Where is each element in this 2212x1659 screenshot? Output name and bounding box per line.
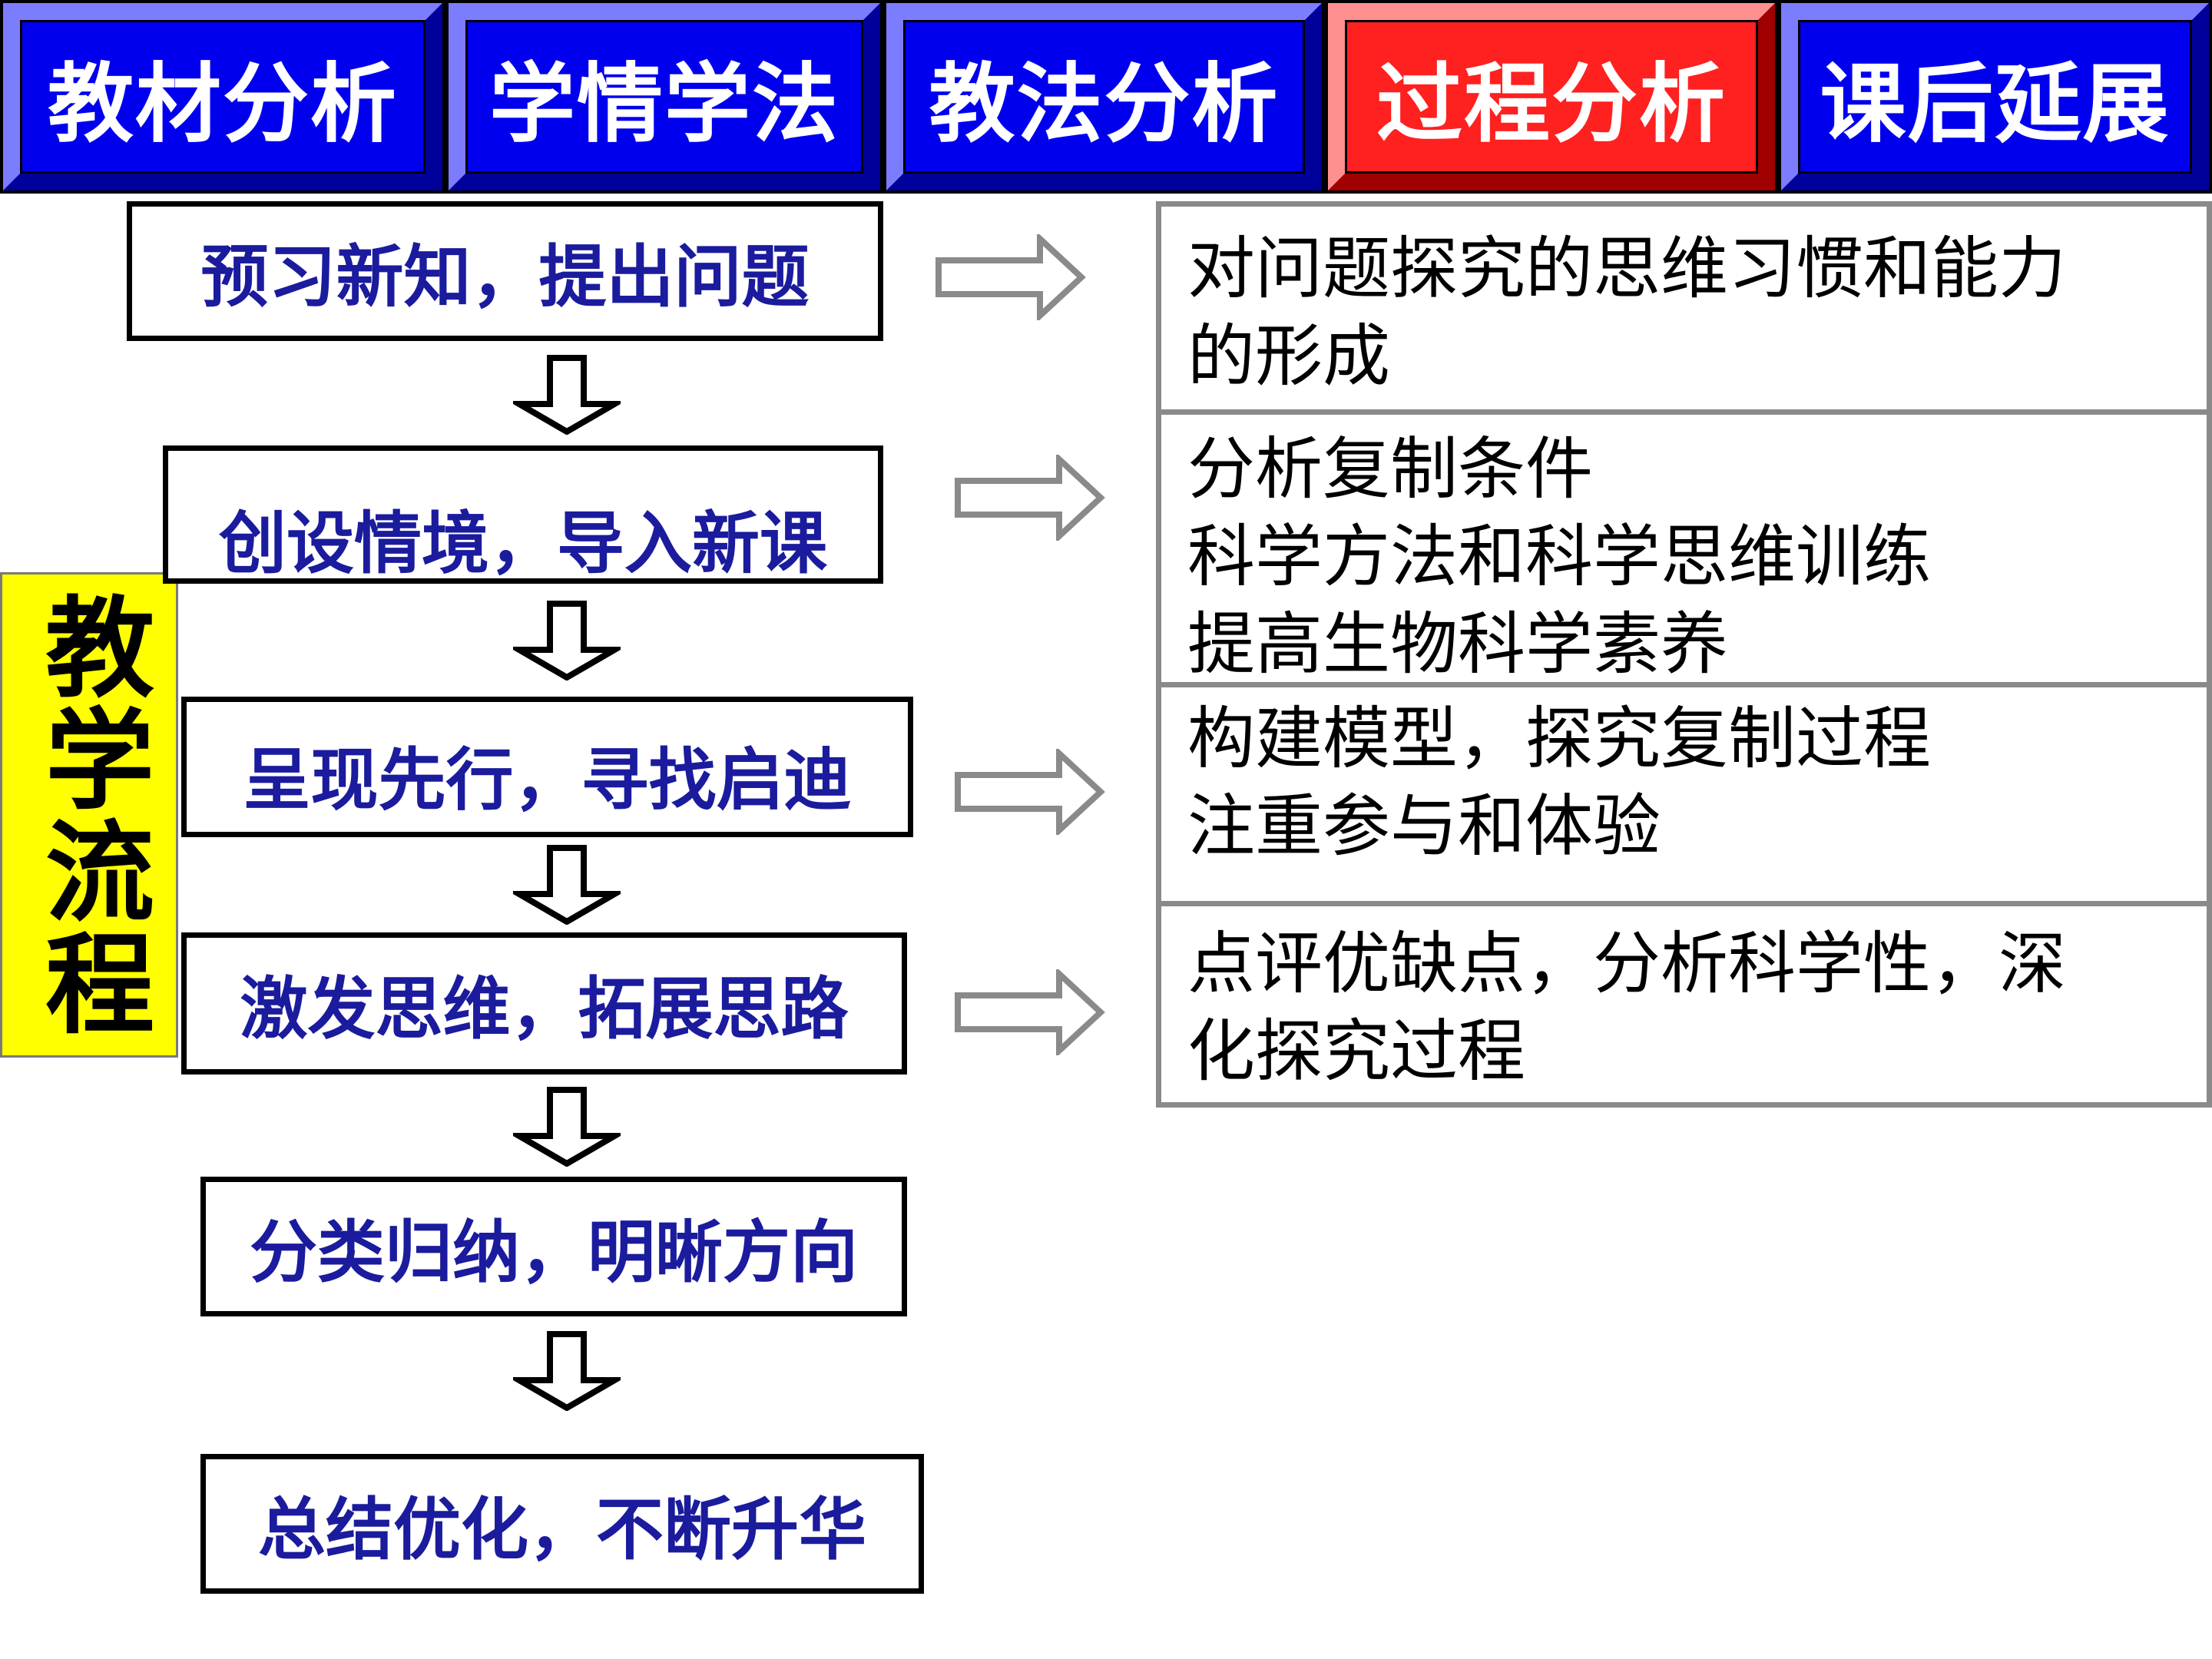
- description-block-2: 分析复制条件 科学方法和科学思维训练 提高生物科学素养: [1161, 415, 2207, 684]
- tab-label: 教法分析: [929, 55, 1280, 154]
- tab-label: 教材分析: [48, 55, 398, 154]
- description-line: 对问题探究的思维习惯和能力: [1187, 229, 2067, 308]
- flow-step-3: 呈现先行，寻找启迪: [181, 697, 913, 837]
- flow-step-1: 预习新知，提出问题: [127, 201, 883, 341]
- description-line: 提高生物科学素养: [1187, 604, 1729, 684]
- description-block-1: 对问题探究的思维习惯和能力 的形成: [1161, 207, 2207, 409]
- tab-process-analysis[interactable]: 过程分析: [1325, 0, 1778, 194]
- right-arrow-icon: [955, 749, 1105, 835]
- down-arrow-icon: [513, 601, 621, 680]
- down-arrow-icon: [513, 355, 621, 435]
- description-line: 的形成: [1187, 316, 1391, 396]
- flow-step-5: 分类归纳，明晰方向: [200, 1177, 907, 1316]
- description-line: 点评优缺点，分析科学性，深: [1187, 924, 2067, 1003]
- right-arrow-icon: [955, 455, 1105, 541]
- flow-step-text: 预习新知，提出问题: [200, 237, 810, 316]
- right-arrow-icon: [935, 234, 1086, 320]
- description-line: 分析复制条件: [1187, 429, 1594, 508]
- description-block-4: 点评优缺点，分析科学性，深 化探究过程: [1161, 906, 2207, 1108]
- flow-step-2: 创设情境，导入新课: [163, 445, 883, 584]
- tab-label: 学情学法: [489, 55, 839, 154]
- top-nav: 教材分析 学情学法 教法分析 过程分析 课后延展: [0, 0, 2212, 195]
- description-line: 化探究过程: [1187, 1012, 1526, 1091]
- teaching-flow-label: 教学流程: [0, 572, 178, 1058]
- description-divider: [1161, 901, 2207, 906]
- tab-learning-situation[interactable]: 学情学法: [445, 0, 883, 194]
- description-line: 科学方法和科学思维训练: [1187, 517, 1932, 596]
- description-line: 构建模型，探究复制过程: [1187, 699, 1932, 778]
- description-block-3: 构建模型，探究复制过程 注重参与和体验: [1161, 687, 2207, 901]
- side-label-text: 教学流程: [26, 591, 153, 1039]
- flow-step-text: 总结优化，不断升华: [257, 1489, 866, 1569]
- tab-after-class-extension[interactable]: 课后延展: [1778, 0, 2212, 194]
- description-line: 注重参与和体验: [1187, 786, 1661, 866]
- tab-textbook-analysis[interactable]: 教材分析: [0, 0, 445, 194]
- description-panel: 对问题探究的思维习惯和能力 的形成 分析复制条件 科学方法和科学思维训练 提高生…: [1156, 201, 2212, 1108]
- flow-step-6: 总结优化，不断升华: [200, 1454, 924, 1594]
- flow-step-text: 激发思维，拓展思路: [240, 969, 849, 1048]
- description-divider: [1161, 409, 2207, 415]
- tab-label: 课后延展: [1820, 55, 2171, 154]
- down-arrow-icon: [513, 1087, 621, 1167]
- right-arrow-icon: [955, 969, 1105, 1055]
- flow-step-text: 呈现先行，寻找启迪: [243, 740, 852, 820]
- tab-teaching-method[interactable]: 教法分析: [883, 0, 1325, 194]
- description-divider: [1161, 682, 2207, 687]
- down-arrow-icon: [513, 1331, 621, 1411]
- down-arrow-icon: [513, 845, 621, 925]
- flow-step-text: 分类归纳，明晰方向: [249, 1212, 858, 1292]
- flow-step-4: 激发思维，拓展思路: [181, 932, 907, 1075]
- flow-step-text: 创设情境，导入新课: [218, 503, 827, 583]
- tab-label: 过程分析: [1376, 55, 1727, 154]
